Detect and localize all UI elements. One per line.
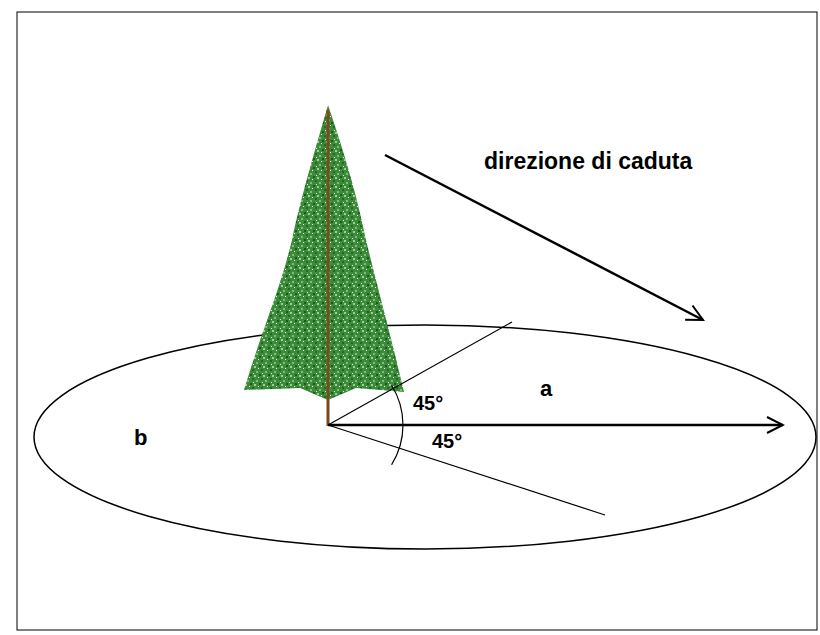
upper-limit-line <box>328 322 512 425</box>
sector-letter: b <box>134 427 147 449</box>
fall-direction-arrow <box>385 155 703 320</box>
main-direction-arrow <box>328 424 783 427</box>
tree-crown <box>244 105 404 400</box>
tree-trunk <box>327 110 330 426</box>
angle-value: 45° <box>413 393 443 413</box>
angle-arc <box>392 385 403 464</box>
lower-limit-line <box>328 425 605 515</box>
direction-caption: direzione di caduta <box>484 150 692 173</box>
frame <box>17 12 817 630</box>
angle-value: 45° <box>432 431 462 451</box>
sector-letter: a <box>540 378 552 400</box>
felling-area-ellipse <box>34 325 816 549</box>
